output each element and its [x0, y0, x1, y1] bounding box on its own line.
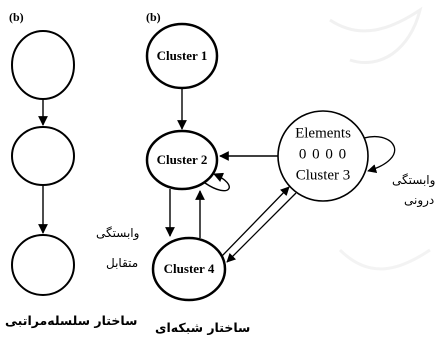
cluster-1-label: Cluster 1: [156, 48, 208, 63]
elements-label: Elements: [295, 125, 351, 142]
cluster-3-label: Cluster 3: [295, 167, 351, 184]
mutual-dependency-label-line1: وابستگی: [96, 226, 140, 240]
elements-placeholders: 0 0 0 0: [298, 146, 348, 163]
cluster-4-label: Cluster 4: [163, 261, 215, 276]
cluster-4-node: [151, 236, 227, 302]
hierarchy-node-1: [11, 30, 75, 100]
arrow-c3-self-loop: [363, 136, 396, 174]
hierarchy-node-2: [11, 126, 75, 186]
mutual-dependency-label-line2: متقابل: [106, 256, 139, 270]
hierarchy-structure: [11, 30, 75, 296]
arrow-c3-to-c4: [226, 192, 297, 263]
inner-dependency-label-line2: درونی: [404, 193, 435, 207]
left-panel-tag: (b): [9, 10, 24, 24]
network-structure: [145, 22, 396, 302]
watermark: [329, 6, 431, 271]
cluster-2-node: [145, 129, 219, 191]
hierarchy-node-3: [11, 234, 75, 296]
arrow-c4-to-c3: [221, 186, 290, 257]
right-panel-tag: (b): [146, 10, 161, 24]
inner-dependency-label-line1: وابستگی: [392, 173, 436, 187]
arrow-c2-self-loop: [204, 172, 230, 192]
network-caption: ساختار شبکه‌ای: [155, 320, 251, 335]
hierarchy-caption: ساختار سلسله‌مراتبی: [5, 313, 138, 328]
cluster-2-label: Cluster 2: [156, 152, 208, 167]
